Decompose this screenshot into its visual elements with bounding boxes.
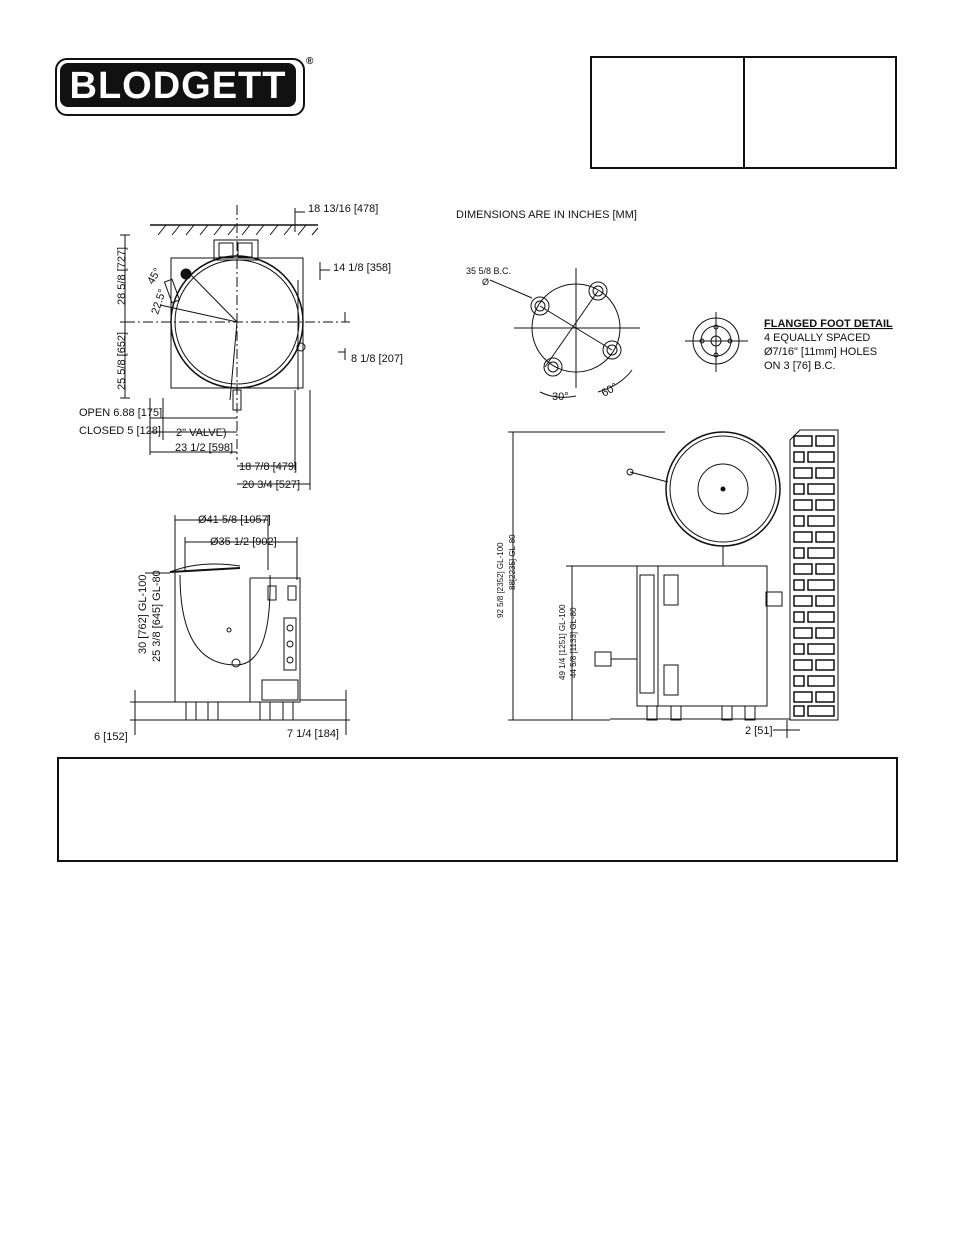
flanged-foot-labels: FLANGED FOOT DETAIL 4 EQUALLY SPACED Ø7/… (764, 318, 893, 372)
spec-box-divider (743, 58, 745, 167)
brick-wall (789, 429, 839, 721)
bolt-circle-bc: 35 5/8 B.C. (466, 266, 511, 276)
dim-left-bottom: 6 [152] (94, 731, 128, 743)
overall-gl80: 88[2235] GL-80 (508, 534, 517, 590)
bolt-circle-dia: Ø (482, 277, 489, 287)
body-gl80: 44 5/8 [1133] GL-80 (569, 607, 578, 678)
height-gl100: 30 [762] GL-100 (137, 574, 149, 654)
valve-label: 2" VALVE) (176, 427, 227, 439)
bolt-circle-labels: 35 5/8 B.C. Ø 30° 60° (466, 266, 620, 403)
dim-top: 18 13/16 [478] (308, 203, 378, 215)
top-view (120, 205, 350, 490)
drawing-canvas: 18 13/16 [478] 14 1/8 [358] 8 1/8 [207] … (79, 203, 893, 743)
height-gl80: 25 3/8 [645] GL-80 (151, 570, 163, 662)
dim-right-bottom: 7 1/4 [184] (287, 728, 339, 740)
open-label: OPEN 6.88 [175] (79, 407, 162, 419)
dim-bottom-3: 20 3/4 [527] (242, 479, 300, 491)
angle-45: 45° (145, 266, 164, 286)
front-view-labels: Ø41 5/8 [1057] Ø35 1/2 [902] 30 [762] GL… (94, 514, 339, 743)
dim-bottom-2: 18 7/8 [479] (239, 461, 297, 473)
dim-right-1: 14 1/8 [358] (333, 262, 391, 274)
notes-box (57, 757, 898, 862)
dim-left-lower: 25 5/8 [652] (116, 332, 128, 390)
body-gl100: 49 1/4 [1251] GL-100 (558, 604, 567, 680)
dia-outer: Ø41 5/8 [1057] (198, 514, 271, 526)
dim-bottom-1: 23 1/2 [598] (175, 442, 233, 454)
overall-gl100: 92 5/8 [2352] GL-100 (496, 542, 505, 618)
brand-logo: BLODGETT ® (55, 56, 314, 118)
top-view-labels: 18 13/16 [478] 14 1/8 [358] 8 1/8 [207] … (79, 203, 403, 491)
bolt-circle-view (489, 268, 748, 398)
flanged-foot-line2: Ø7/16" [11mm] HOLES (764, 346, 877, 358)
dia-inner: Ø35 1/2 [902] (210, 536, 277, 548)
angle-22-5: 22.5° (149, 288, 168, 316)
flanged-foot-line3: ON 3 [76] B.C. (764, 360, 836, 372)
dim-right-2: 8 1/8 [207] (351, 353, 403, 365)
dim-left-upper: 28 5/8 [727] (116, 247, 128, 305)
spec-box (590, 56, 897, 169)
side-view-labels: 92 5/8 [2352] GL-100 88[2235] GL-80 49 1… (496, 534, 773, 737)
flanged-foot-line1: 4 EQUALLY SPACED (764, 332, 870, 344)
wall-gap: 2 [51] (745, 725, 773, 737)
angle-30: 30° (552, 391, 569, 403)
side-view (508, 431, 800, 738)
closed-label: CLOSED 5 [128] (79, 425, 161, 437)
dimensions-note: DIMENSIONS ARE IN INCHES [MM] (456, 209, 637, 221)
registered-mark: ® (306, 56, 314, 67)
front-view (130, 515, 350, 735)
flanged-foot-title: FLANGED FOOT DETAIL (764, 318, 893, 330)
logo-text: BLODGETT (60, 63, 296, 107)
